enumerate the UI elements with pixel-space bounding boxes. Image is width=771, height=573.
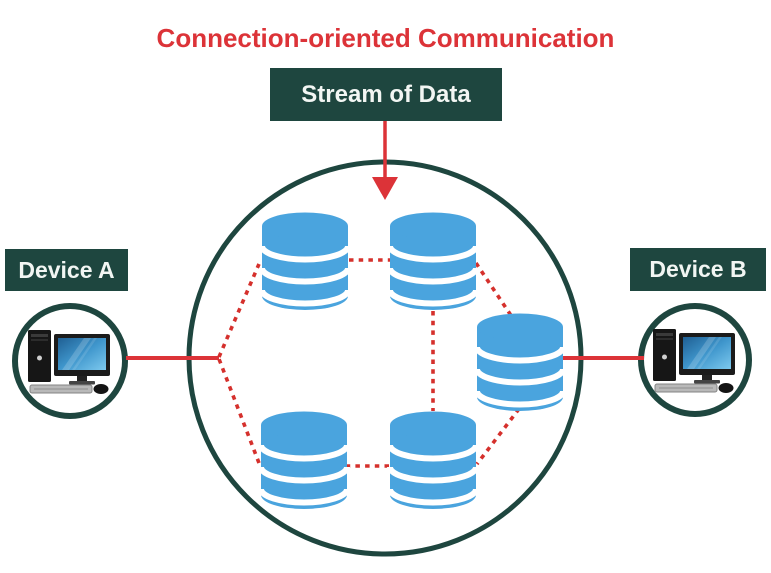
connection-path [217,258,527,468]
device-b-label-box: Device B [630,248,766,291]
stream-arrow [372,120,398,200]
connection-line [217,263,261,358]
arrow-head-icon [372,177,398,200]
database-icon [390,213,476,311]
device-a-label-box: Device A [5,249,128,291]
device-a-label: Device A [18,256,115,283]
database-icon [477,314,563,412]
connection-line [474,262,514,318]
database-icon [262,213,348,311]
page-title: Connection-oriented Communication [156,23,615,53]
stream-of-data-label: Stream of Data [301,80,471,108]
database-icon [390,412,476,510]
database-icon [261,412,347,510]
device-b-label: Device B [649,256,747,282]
connection-line [475,399,527,466]
stream-of-data-box: Stream of Data [270,68,502,121]
